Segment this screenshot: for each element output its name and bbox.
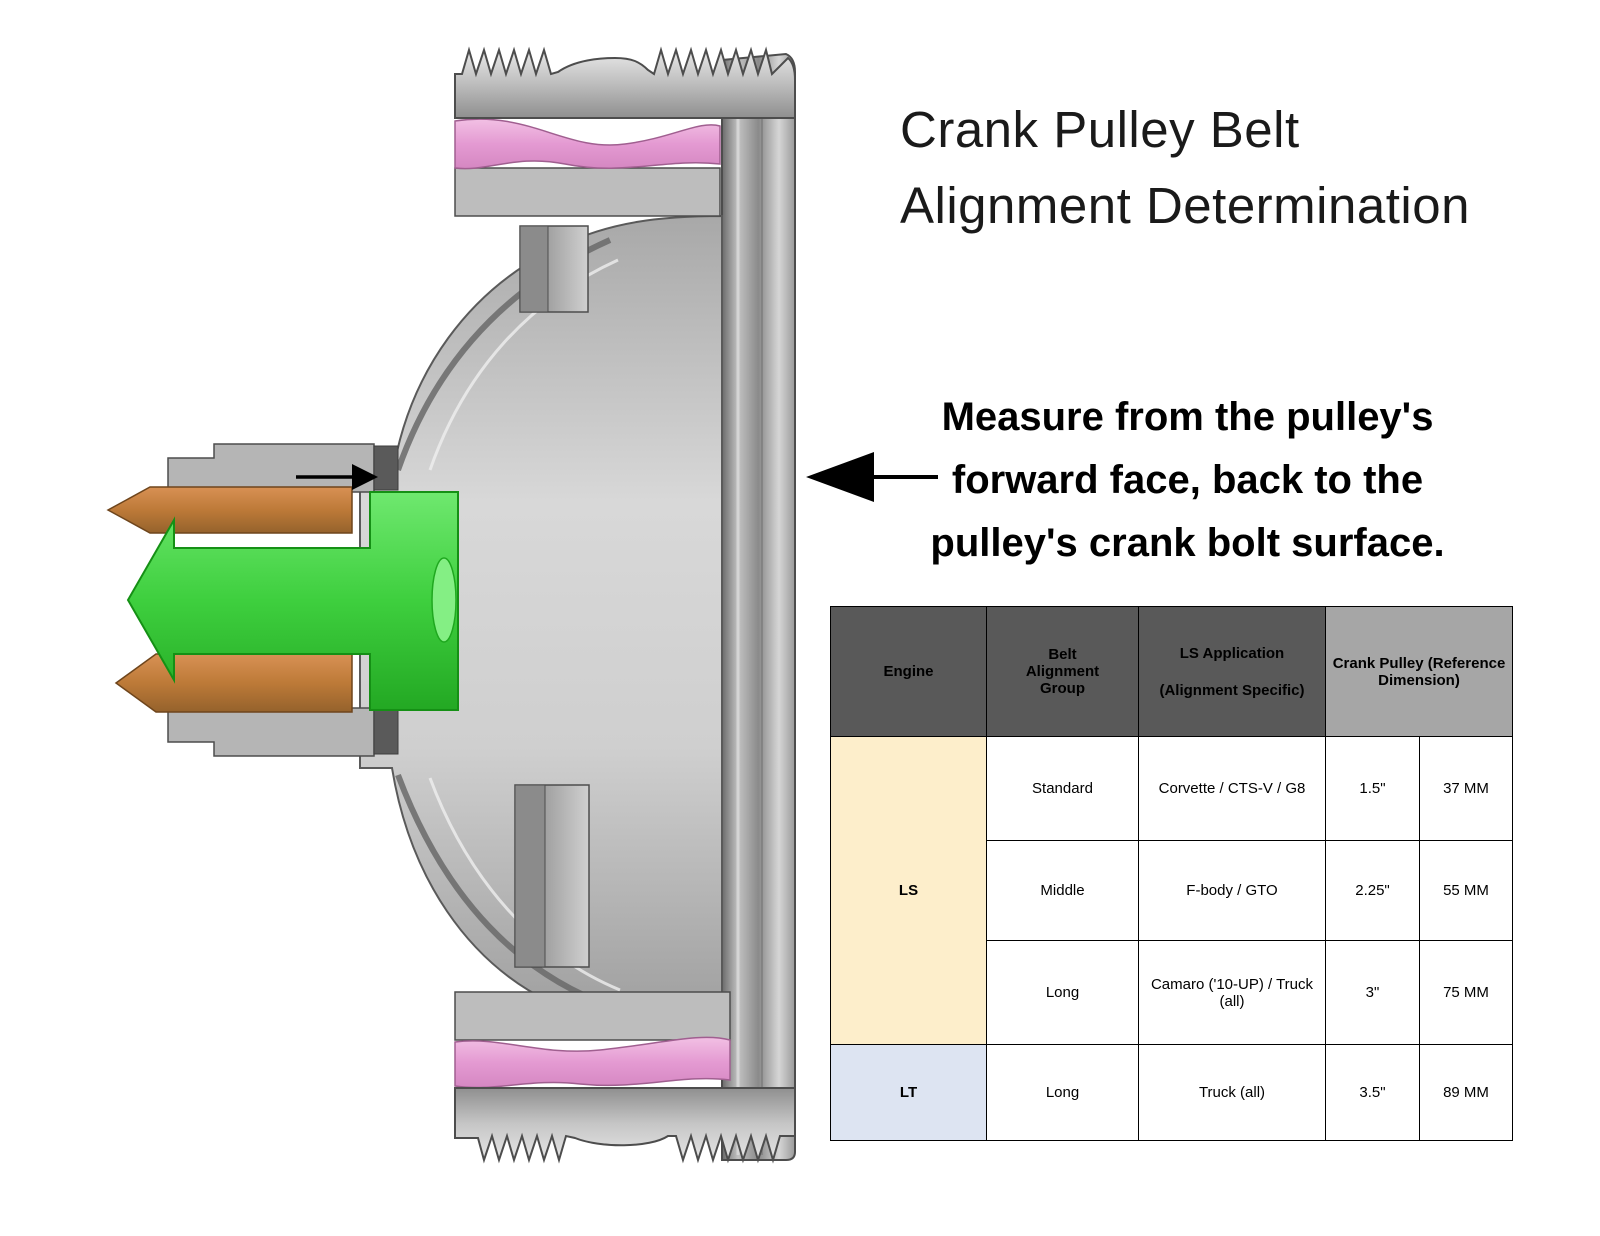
pulley-forward-face bbox=[721, 52, 796, 1161]
belt-groove-band-top bbox=[454, 46, 796, 119]
damper-rubber-ring-top bbox=[454, 118, 721, 170]
mm-cell: 75 MM bbox=[1418, 940, 1514, 1045]
header-ls-application: LS Application (Alignment Specific) bbox=[1138, 606, 1326, 737]
table-row: Long Camaro ('10-UP) / Truck (all) 3" 75… bbox=[831, 940, 1514, 1045]
header-crank-pulley: Crank Pulley (Reference Dimension) bbox=[1324, 606, 1514, 737]
hub-step-boss-bottom bbox=[514, 784, 590, 968]
measurement-annotation-line3: pulley's crank bolt surface. bbox=[930, 521, 1445, 565]
hub-step-boss-top bbox=[519, 225, 589, 313]
damper-rubber-ring-bottom bbox=[454, 1036, 731, 1089]
alignment-spec-table: Engine Belt Alignment Group LS Applicati… bbox=[830, 606, 1514, 1141]
mm-cell: 55 MM bbox=[1418, 840, 1514, 941]
page-title: Crank Pulley Belt Alignment Determinatio… bbox=[900, 92, 1580, 244]
group-cell: Standard bbox=[986, 736, 1139, 841]
group-cell: Long bbox=[986, 940, 1139, 1045]
crank-snout bbox=[106, 486, 353, 713]
inches-cell: 1.5" bbox=[1325, 736, 1420, 841]
table-row: Middle F-body / GTO 2.25" 55 MM bbox=[831, 840, 1514, 941]
inches-cell: 3" bbox=[1325, 940, 1420, 1045]
application-cell: F-body / GTO bbox=[1138, 840, 1326, 941]
measurement-annotation: Measure from the pulley's forward face, … bbox=[895, 386, 1480, 575]
mm-cell: 37 MM bbox=[1418, 736, 1514, 841]
damper-inner-ring-top bbox=[454, 167, 721, 217]
header-belt-alignment-group: Belt Alignment Group bbox=[986, 606, 1139, 737]
group-cell: Middle bbox=[986, 840, 1139, 941]
page-title-line2: Alignment Determination bbox=[900, 177, 1470, 234]
page-title-line1: Crank Pulley Belt bbox=[900, 101, 1300, 158]
belt-groove-band-bottom bbox=[454, 1087, 796, 1164]
table-row: LS Standard Corvette / CTS-V / G8 1.5" 3… bbox=[830, 736, 1514, 1045]
group-cell: Long bbox=[986, 1044, 1139, 1141]
inches-cell: 3.5" bbox=[1325, 1044, 1420, 1141]
hub-measure-arrow bbox=[296, 464, 378, 490]
mm-cell: 89 MM bbox=[1418, 1044, 1514, 1141]
engine-cell-ls: LS bbox=[830, 736, 987, 1045]
crank-bolt bbox=[126, 491, 459, 711]
application-cell: Corvette / CTS-V / G8 bbox=[1138, 736, 1326, 841]
application-cell: Truck (all) bbox=[1138, 1044, 1326, 1141]
application-cell: Camaro ('10-UP) / Truck (all) bbox=[1138, 940, 1326, 1045]
damper-inner-ring-bottom bbox=[454, 991, 731, 1041]
table-row: LT Long Truck (all) 3.5" 89 MM bbox=[830, 1044, 1514, 1141]
inches-cell: 2.25" bbox=[1325, 840, 1420, 941]
table-header-row: Engine Belt Alignment Group LS Applicati… bbox=[830, 606, 1514, 737]
crank-hub bbox=[167, 443, 399, 757]
measurement-annotation-line1: Measure from the pulley's bbox=[941, 395, 1434, 439]
header-engine: Engine bbox=[830, 606, 987, 737]
measurement-annotation-line2: forward face, back to the bbox=[951, 458, 1424, 502]
engine-cell-lt: LT bbox=[830, 1044, 987, 1141]
forward-face-callout-arrow bbox=[806, 452, 938, 502]
